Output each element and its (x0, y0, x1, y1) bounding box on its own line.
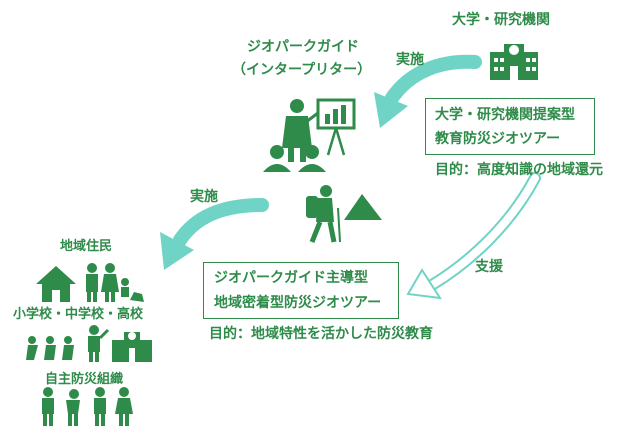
schools-label: 小学校・中学校・高校 (13, 307, 144, 322)
local-tour-line1: ジオパークガイド主導型 (214, 270, 368, 286)
local-tour-line2: 地域密着型防災ジオツアー (214, 295, 382, 311)
implement-arrow-left (160, 198, 269, 270)
support-label: 支援 (475, 259, 503, 275)
university-tour-purpose: 目的：高度知識の地域還元 (435, 162, 603, 178)
implement-label-top: 実施 (396, 52, 424, 68)
university-tour-line2: 教育防災ジオツアー (435, 131, 561, 147)
residents-label: 地域住民 (60, 239, 113, 254)
local-tour-box: ジオパークガイド主導型 地域密着型防災ジオツアー (203, 262, 399, 319)
implement-arrow-top (374, 54, 482, 128)
university-title: 大学・研究機関 (452, 12, 550, 28)
guide-presenter-icon (263, 98, 356, 172)
house-family-icon (36, 263, 144, 302)
disaster-org-label: 自主防災組織 (45, 372, 124, 387)
university-tour-line1: 大学・研究機関提案型 (435, 107, 575, 123)
support-arrow (406, 172, 541, 300)
university-building-icon (490, 44, 538, 80)
disaster-org-members-icon (42, 387, 133, 426)
university-tour-box: 大学・研究機関提案型 教育防災ジオツアー (425, 98, 595, 155)
guide-subtitle: （インタープリター） (232, 62, 372, 78)
hiker-mountain-icon (306, 185, 382, 243)
implement-label-left: 実施 (190, 189, 218, 205)
local-tour-purpose: 目的：地域特性を活かした防災教育 (209, 326, 433, 342)
guide-title: ジオパークガイド (247, 39, 359, 55)
students-school-icon (26, 325, 152, 362)
